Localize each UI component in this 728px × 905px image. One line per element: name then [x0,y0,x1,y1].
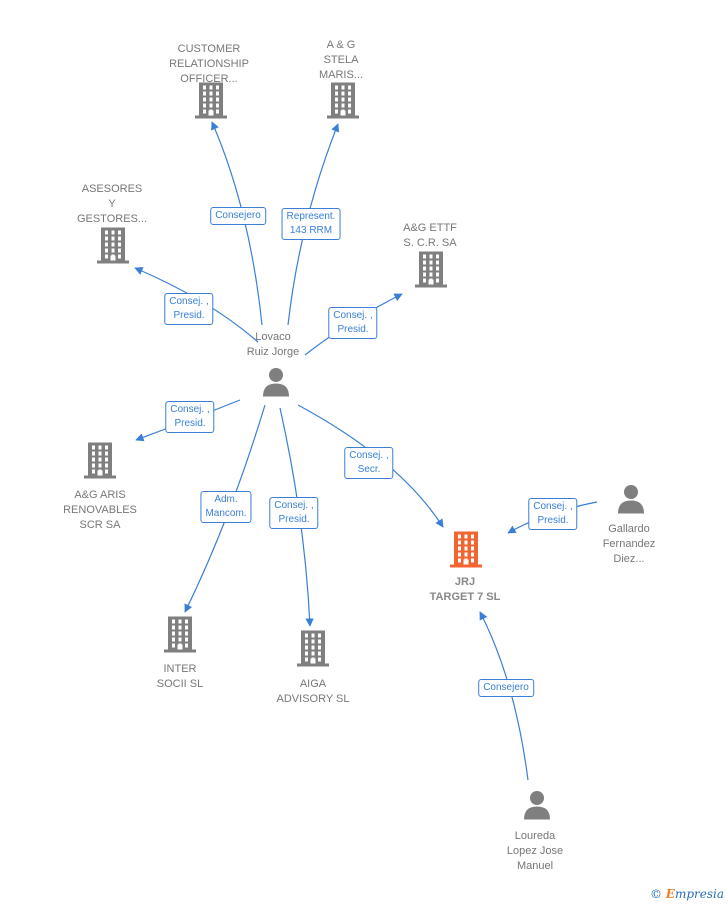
node-label-lovaco[interactable]: Lovaco Ruiz Jorge [246,331,300,358]
edge-label-lovaco-ag_aris[interactable]: Consej. , Presid. [165,401,215,433]
person-icon[interactable] [522,790,552,825]
edge-label-loureda-jrj[interactable]: Consejero [478,679,534,697]
building-icon[interactable] [297,630,329,672]
building-icon[interactable] [450,531,482,573]
copyright-symbol: © [649,887,662,901]
brand-logo: © Empresia [650,887,724,901]
node-label-ag_stela[interactable]: A & G STELA MARIS... [318,39,364,81]
node-label-ag_aris[interactable]: A&G ARIS RENOVABLES SCR SA [63,489,137,531]
node-label-aiga[interactable]: AIGA ADVISORY SL [276,678,350,705]
edge-label-gallardo-jrj[interactable]: Consej. , Presid. [528,498,578,530]
edge-label-lovaco-jrj[interactable]: Consej. , Secr. [344,447,394,479]
brand-initial: E [665,887,675,901]
person-icon[interactable] [616,484,646,519]
node-label-loureda[interactable]: Loureda Lopez Jose Manuel [506,830,564,872]
node-label-gallardo[interactable]: Gallardo Fernandez Diez... [602,523,656,565]
building-icon[interactable] [164,616,196,658]
building-icon[interactable] [84,442,116,484]
edge-label-lovaco-aiga[interactable]: Consej. , Presid. [269,497,319,529]
edge-label-lovaco-asesores[interactable]: Consej. , Presid. [164,293,214,325]
building-icon[interactable] [97,227,129,269]
building-icon[interactable] [415,251,447,293]
edge-label-lovaco-ag_stela[interactable]: Represent. 143 RRM [281,208,341,240]
node-label-ag_ettf[interactable]: A&G ETTF S. C.R. SA [403,222,457,249]
building-icon[interactable] [327,82,359,124]
brand-name: mpresia [674,887,724,901]
node-label-customer[interactable]: CUSTOMER RELATIONSHIP OFFICER... [169,43,249,85]
person-icon[interactable] [261,367,291,402]
edge-label-lovaco-customer[interactable]: Consejero [210,207,266,225]
node-label-inter[interactable]: INTER SOCII SL [156,663,204,690]
edge-label-lovaco-ag_ettf[interactable]: Consej. , Presid. [328,307,378,339]
building-icon[interactable] [195,82,227,124]
node-label-jrj[interactable]: JRJ TARGET 7 SL [429,576,501,603]
edge-label-lovaco-inter[interactable]: Adm. Mancom. [200,491,252,523]
node-label-asesores[interactable]: ASESORES Y GESTORES... [76,183,148,225]
